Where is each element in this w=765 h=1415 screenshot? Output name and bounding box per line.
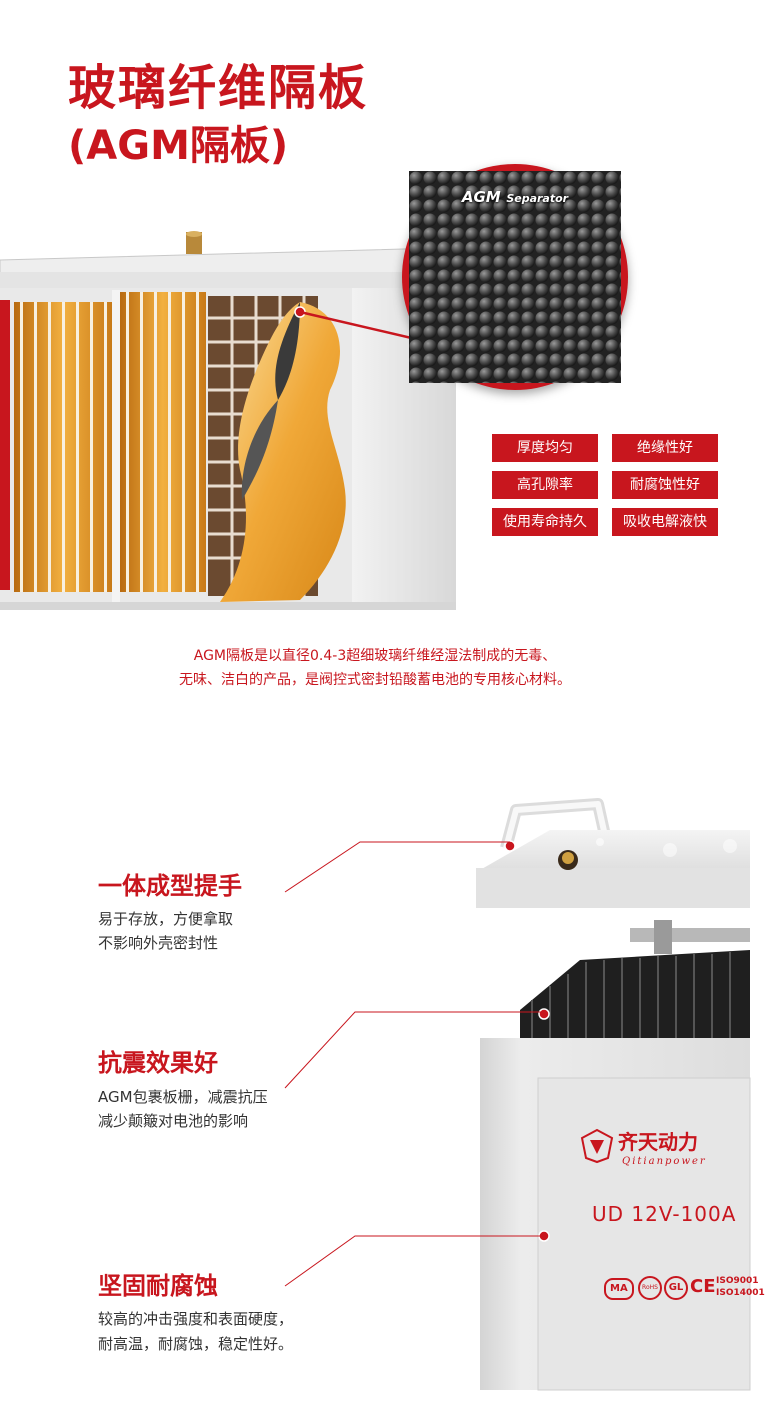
magnifier-label-agm: AGM bbox=[461, 188, 501, 206]
tag-uniform-thickness: 厚度均匀 bbox=[492, 434, 598, 462]
brand-name: 齐天动力 bbox=[618, 1130, 698, 1154]
page-subtitle: (AGM隔板) bbox=[68, 123, 289, 169]
iso9001-label: ISO9001 bbox=[716, 1276, 759, 1286]
feature-text-durable-2: 耐高温，耐腐蚀，稳定性好。 bbox=[98, 1335, 294, 1353]
rohs-cert-icon: RoHS bbox=[638, 1276, 662, 1300]
battery-side-illustration bbox=[476, 798, 751, 1391]
feature-text-handle-1: 易于存放，方便拿取 bbox=[98, 910, 234, 928]
feature-text-shockproof-1: AGM包裹板栅，减震抗压 bbox=[98, 1088, 268, 1106]
feature-text-handle-2: 不影响外壳密封性 bbox=[98, 934, 219, 952]
agm-fiber-texture bbox=[409, 171, 621, 383]
feature-title-shockproof: 抗震效果好 bbox=[98, 1049, 218, 1077]
battery-model: UD 12V-100A bbox=[592, 1202, 737, 1226]
tag-fast-absorption: 吸收电解液快 bbox=[612, 508, 718, 536]
ce-cert-icon: CE bbox=[690, 1276, 716, 1297]
ma-cert-icon: MA bbox=[604, 1278, 634, 1300]
gl-cert-icon: GL bbox=[664, 1276, 688, 1300]
feature-title-durable: 坚固耐腐蚀 bbox=[98, 1272, 218, 1300]
page-title: 玻璃纤维隔板 bbox=[68, 60, 369, 116]
description-line-2: 无味、洁白的产品，是阀控式密封铅酸蓄电池的专用核心材料。 bbox=[179, 672, 571, 688]
description-line-1: AGM隔板是以直径0.4-3超细玻璃纤维经湿法制成的无毒、 bbox=[193, 648, 557, 664]
feature-title-handle: 一体成型提手 bbox=[98, 872, 242, 900]
tag-high-porosity: 高孔隙率 bbox=[492, 471, 598, 499]
feature-text-shockproof-2: 减少颠簸对电池的影响 bbox=[98, 1112, 249, 1130]
battery-cutaway-illustration bbox=[0, 231, 462, 610]
iso14001-label: ISO14001 bbox=[716, 1288, 765, 1298]
iso-cert-text: ISO9001 ISO14001 bbox=[716, 1275, 765, 1299]
tag-corrosion-resistance: 耐腐蚀性好 bbox=[612, 471, 718, 499]
magnifier-label: AGM Separator bbox=[409, 187, 621, 206]
tag-long-life: 使用寿命持久 bbox=[492, 508, 598, 536]
brand-name-en: Qitianpower bbox=[622, 1156, 707, 1167]
magnifier-circle: AGM Separator bbox=[402, 164, 628, 390]
magnifier-label-separator: Separator bbox=[506, 192, 569, 205]
tag-good-insulation: 绝缘性好 bbox=[612, 434, 718, 462]
agm-description: AGM隔板是以直径0.4-3超细玻璃纤维经湿法制成的无毒、 无味、洁白的产品，是… bbox=[40, 644, 710, 692]
brand-logo-icon bbox=[580, 1128, 614, 1168]
feature-text-durable-1: 较高的冲击强度和表面硬度， bbox=[98, 1310, 294, 1328]
